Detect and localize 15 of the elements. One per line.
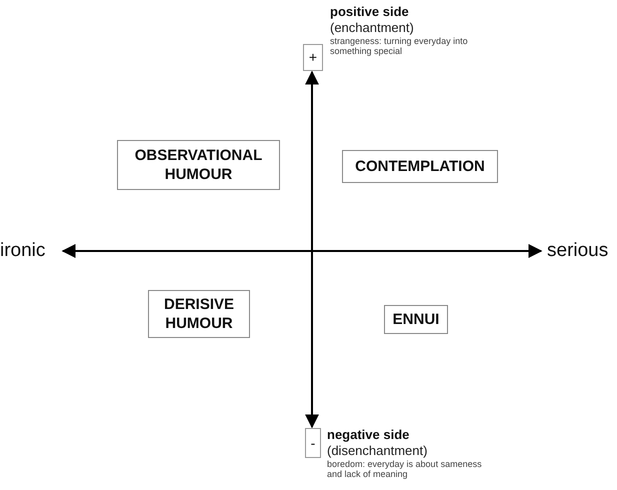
axis-label: ironic (0, 240, 46, 262)
sign-box: + (303, 44, 323, 71)
quadrant-box: ENNUI (384, 305, 448, 334)
side-subtitle: (disenchantment) (327, 443, 428, 459)
quadrant-box: CONTEMPLATION (342, 150, 498, 183)
quadrant-box: OBSERVATIONAL HUMOUR (117, 140, 280, 190)
side-subtitle: (enchantment) (330, 20, 415, 36)
side-heading: positive side (330, 4, 410, 20)
sign-box: - (305, 428, 321, 458)
side-note: boredom: everyday is about sameness and lack of meaning (327, 459, 483, 479)
side-heading: negative side (327, 427, 410, 443)
axis-label: serious (547, 240, 608, 262)
quadrant-box: DERISIVE HUMOUR (148, 290, 250, 338)
side-note: strangeness: turning everyday into something special (330, 36, 469, 56)
arrow (305, 70, 319, 428)
